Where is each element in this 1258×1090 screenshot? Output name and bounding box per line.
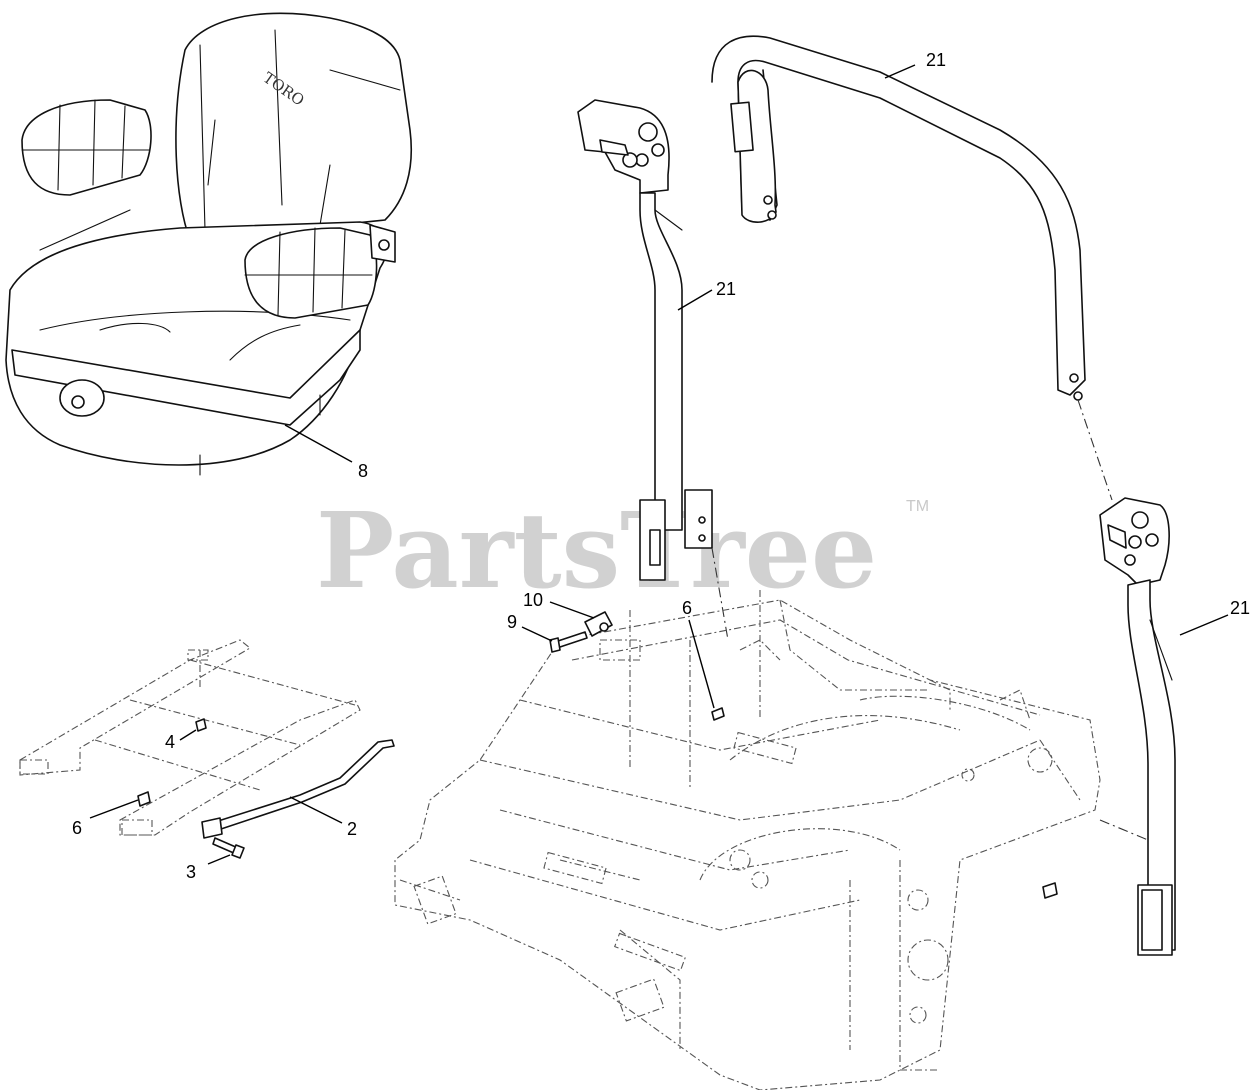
bolt-part-3[interactable] — [212, 837, 245, 859]
mower-frame-reference — [394, 590, 1101, 1090]
frame-nut — [1042, 882, 1058, 899]
callout-8[interactable]: 8 — [358, 461, 368, 481]
callout-21-left-upright[interactable]: 21 — [716, 279, 736, 299]
watermark-text: PartsTree — [316, 489, 877, 612]
nut-part-6-plate[interactable] — [137, 791, 151, 807]
callout-9[interactable]: 9 — [507, 612, 517, 632]
rollbar-right-upright-part[interactable] — [1099, 497, 1176, 956]
nut-part-6-frame[interactable] — [711, 707, 725, 721]
rollbar-left-upright-part[interactable] — [577, 99, 713, 581]
callout-21-right-upright[interactable]: 21 — [1230, 598, 1250, 618]
callout-4[interactable]: 4 — [165, 732, 175, 752]
callout-21-hoop[interactable]: 21 — [926, 50, 946, 70]
seat-part[interactable]: TORO — [5, 12, 413, 476]
callout-6-frame[interactable]: 6 — [682, 598, 692, 618]
callout-2[interactable]: 2 — [347, 819, 357, 839]
rollbar-hoop-part[interactable] — [711, 35, 1086, 401]
left-upright-alignment-line — [711, 547, 729, 641]
nut-part-4[interactable] — [195, 718, 207, 732]
hoop-alignment-line — [1077, 399, 1113, 501]
callout-leaders — [89, 64, 1229, 865]
watermark-trademark: TM — [906, 498, 929, 515]
spacer-part[interactable] — [584, 611, 613, 637]
right-upright-alignment-line — [1099, 819, 1149, 841]
callout-6-plate[interactable]: 6 — [72, 818, 82, 838]
seat-plate-reference — [19, 639, 361, 836]
callout-10[interactable]: 10 — [523, 590, 543, 610]
bolt-part-9[interactable] — [549, 631, 588, 653]
callout-3[interactable]: 3 — [186, 862, 196, 882]
seat-rod-part[interactable] — [201, 739, 395, 839]
